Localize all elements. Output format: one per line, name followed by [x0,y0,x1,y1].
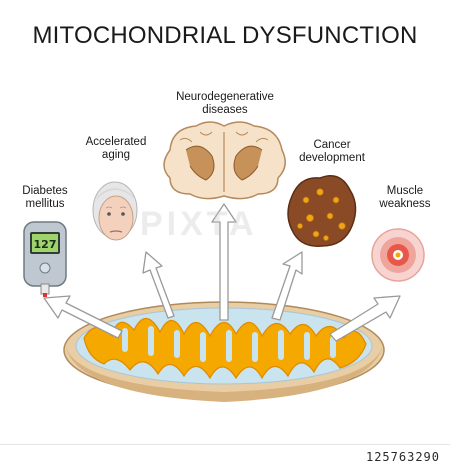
crista-gap [330,336,336,358]
muscle-fiber-icon [371,228,425,282]
label-aging-line1: Accelerated [85,136,147,148]
label-muscle: Muscle weakness [365,185,445,211]
crista-gap [148,326,154,356]
crista-gap [226,330,232,362]
label-muscle-line2: weakness [379,198,431,210]
crista-gap [278,330,284,360]
glucometer-icon: 127 [23,221,67,297]
watermark: PIXTA [140,205,258,243]
arrow-to-neuro [211,203,237,321]
crista-gap [252,332,258,362]
arrow-to-muscle [329,295,401,342]
label-aging-line2: aging [101,149,131,161]
crista-gap [174,330,180,358]
page-title: MITOCHONDRIAL DYSFUNCTION [32,22,418,49]
cristae-gaps [122,326,336,362]
arrow-to-aging [142,251,175,319]
brain-icon [163,121,286,200]
mitochondrion [63,301,385,402]
crista-gap [200,332,206,362]
label-cancer: Cancer development [282,139,382,165]
label-cancer-line1: Cancer [313,139,351,151]
crista-gap [304,332,310,360]
label-cancer-line2: development [299,152,365,164]
label-aging: Accelerated aging [76,136,156,162]
label-diabetes-line1: Diabetes [22,185,68,197]
mitochondrion-shade [64,340,384,402]
arrow-to-diabetes [43,295,123,339]
label-neuro: Neurodegenerative diseases [160,91,290,117]
mitochondrion-cristae [83,317,367,380]
elderly-face-icon [92,181,138,241]
stock-id: 125763290 [365,450,440,464]
label-muscle-line1: Muscle [386,185,424,197]
label-neuro-line1: Neurodegenerative [176,91,274,103]
crista-gap [122,328,128,352]
label-diabetes: Diabetes mellitus [10,185,80,211]
label-diabetes-line2: mellitus [25,198,65,210]
glucometer-reading: 127 [34,238,57,251]
arrows [43,203,401,342]
arrow-to-cancer [271,251,303,321]
footer-bar: 125763290 [0,444,450,469]
label-neuro-line2: diseases [202,104,248,116]
cancer-cell-icon [287,175,357,247]
